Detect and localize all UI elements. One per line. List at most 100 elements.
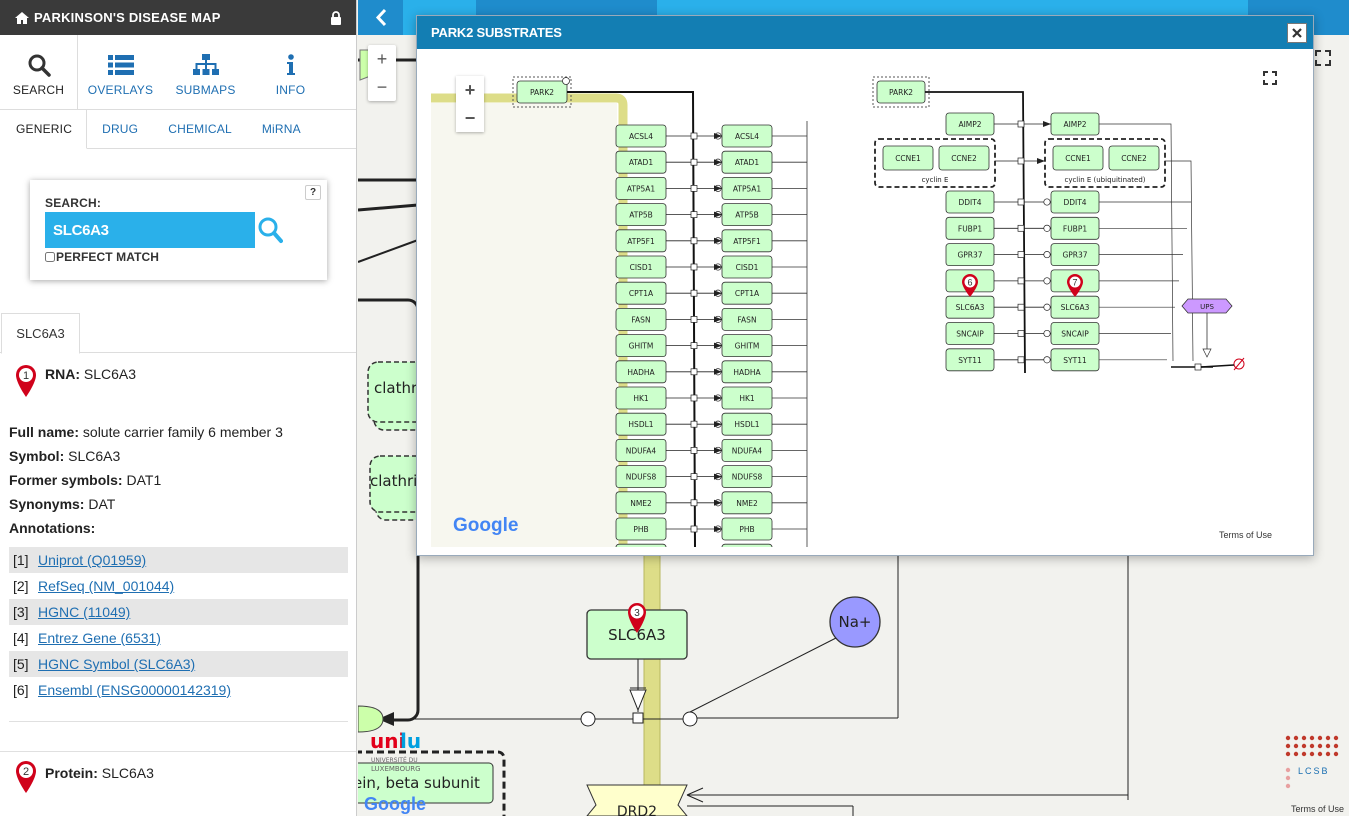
reaction-square (1017, 157, 1025, 165)
search-box: ? SEARCH: PERFECT MATCH (30, 180, 327, 280)
marker-pin-icon[interactable]: 2 (15, 760, 37, 794)
perfect-match[interactable]: PERFECT MATCH (45, 250, 159, 264)
fullscreen-icon[interactable] (1315, 50, 1331, 66)
subtab-generic[interactable]: GENERIC (0, 110, 88, 149)
search-button-icon[interactable] (257, 216, 283, 244)
tab-submaps[interactable]: SUBMAPS (163, 35, 248, 109)
right-product-node-label: DDIT4 (1063, 198, 1086, 207)
annotation-item: [3] HGNC (11049) (9, 599, 348, 625)
ccne1-node[interactable] (882, 145, 934, 171)
full-name-value: solute carrier family 6 member 3 (82, 424, 283, 440)
arrow-head (714, 447, 722, 454)
degradation-edge (1200, 364, 1235, 368)
marker-pin-label: 6 (967, 278, 972, 288)
tab-search[interactable]: SEARCH (0, 35, 78, 109)
cyclin-e-ub-label: cyclin E (ubiquitinated) (1064, 176, 1145, 184)
right-product-node-label: SLC6A3 (1061, 303, 1090, 312)
search-input[interactable] (45, 212, 255, 248)
marker-pin-label: 7 (1072, 278, 1077, 288)
reaction-square (690, 499, 698, 507)
degraded-slash (1233, 357, 1245, 371)
home-icon[interactable] (14, 11, 30, 25)
cyclin-e-ub-complex[interactable] (1044, 138, 1166, 188)
left-substrate-node-label: HK1 (633, 394, 649, 403)
perfect-match-checkbox[interactable] (45, 252, 55, 262)
reaction-square (690, 420, 698, 428)
ups-node[interactable] (1181, 298, 1233, 314)
annotation-link[interactable]: HGNC Symbol (SLC6A3) (38, 656, 196, 672)
reaction-square (690, 394, 698, 402)
arrow-head (714, 473, 722, 480)
na-ion-node[interactable] (829, 596, 881, 648)
zoom-in-button[interactable]: + (376, 48, 388, 69)
park2-source-outline (872, 76, 930, 108)
beta-subunit-node[interactable] (358, 762, 494, 804)
ccne1-ub-node[interactable] (1052, 145, 1104, 171)
annotation-item: [5]HGNC Symbol (SLC6A3) (9, 651, 348, 677)
result-1-title: RNA: SLC6A3 (45, 366, 136, 382)
divider (0, 751, 356, 752)
pin-2-label: 2 (23, 766, 29, 778)
drd2-node[interactable] (586, 784, 688, 816)
pin-3-label: 3 (634, 608, 640, 619)
left-substrate-node-label: NDUFA4 (626, 446, 657, 455)
annotation-link[interactable]: Ensembl (ENSG00000142319) (38, 682, 232, 698)
zoom-out-button[interactable]: − (376, 76, 388, 97)
ccne2-ub-node[interactable] (1108, 145, 1160, 171)
lcsb-logo: LCSB (1285, 735, 1339, 789)
left-substrate-node[interactable] (615, 543, 667, 547)
popup-close-button[interactable] (1287, 23, 1307, 43)
left-substrate-node-label: FASN (631, 315, 650, 324)
result-2-type: Protein: (45, 765, 98, 781)
right-substrate-node-label: FUBP1 (958, 224, 982, 233)
popup-zoom-control: + − (456, 76, 484, 132)
left-substrate-node-label: ATAD1 (629, 158, 653, 167)
popup-zoom-in-button[interactable]: + (464, 79, 476, 100)
result-tab-slc6a3[interactable]: SLC6A3 (1, 313, 80, 354)
arrow-head (714, 368, 722, 375)
arrow-head (714, 290, 722, 297)
lock-icon[interactable] (330, 10, 342, 25)
cyclin-e-complex[interactable] (874, 138, 996, 188)
annotation-num: [2] (13, 578, 29, 594)
subtab-chemical[interactable]: CHEMICAL (168, 122, 232, 136)
popup-zoom-out-button[interactable]: − (464, 107, 476, 128)
divider (9, 721, 348, 722)
left-product-node[interactable] (721, 543, 773, 547)
subtab-mirna[interactable]: MiRNA (261, 122, 301, 136)
popup-terms-of-use-link[interactable]: Terms of Use (1214, 529, 1276, 541)
left-substrate-node-label: GHITM (629, 342, 654, 351)
search-icon (28, 54, 51, 77)
popup-fullscreen-icon[interactable] (1263, 71, 1277, 85)
map-edge (689, 637, 837, 713)
left-product-node-label: ATP5A1 (733, 184, 762, 193)
collapse-panel-button[interactable] (358, 0, 403, 35)
left-product-node-label: ACSL4 (735, 132, 759, 141)
reaction-square (690, 473, 698, 480)
arrow-head (1043, 121, 1051, 127)
tab-info[interactable]: INFO (248, 35, 333, 109)
annotation-link[interactable]: RefSeq (NM_001044) (38, 578, 175, 594)
marker-pin-icon[interactable]: 1 (15, 364, 37, 398)
tab-overlays[interactable]: OVERLAYS (78, 35, 163, 109)
drd2-label: DRD2 (617, 804, 657, 816)
left-product-node-label: HADHA (733, 368, 761, 377)
tab-info-label: INFO (275, 83, 306, 97)
help-button[interactable]: ? (305, 185, 321, 200)
annotation-num: [3] (13, 604, 29, 620)
annotation-item: [6]Ensembl (ENSG00000142319) (9, 677, 348, 703)
subtab-drug[interactable]: DRUG (102, 122, 139, 136)
ups-label: UPS (1200, 303, 1214, 311)
right-substrate-node-label: SNCAIP (956, 330, 984, 339)
terms-of-use-link[interactable]: Terms of Use (1290, 804, 1344, 814)
clathrin-label-2: clathri (370, 472, 417, 490)
complex-outline (358, 750, 506, 816)
ccne2-node[interactable] (938, 145, 990, 171)
annotation-link[interactable]: HGNC (11049) (38, 604, 131, 620)
annotation-link[interactable]: Uniprot (Q01959) (38, 552, 147, 568)
left-substrate-node-label: ATP5F1 (627, 237, 655, 246)
chevron-left-icon (375, 8, 387, 27)
annotation-link[interactable]: Entrez Gene (6531) (38, 630, 161, 646)
annotation-item: [2] RefSeq (NM_001044) (9, 573, 348, 599)
